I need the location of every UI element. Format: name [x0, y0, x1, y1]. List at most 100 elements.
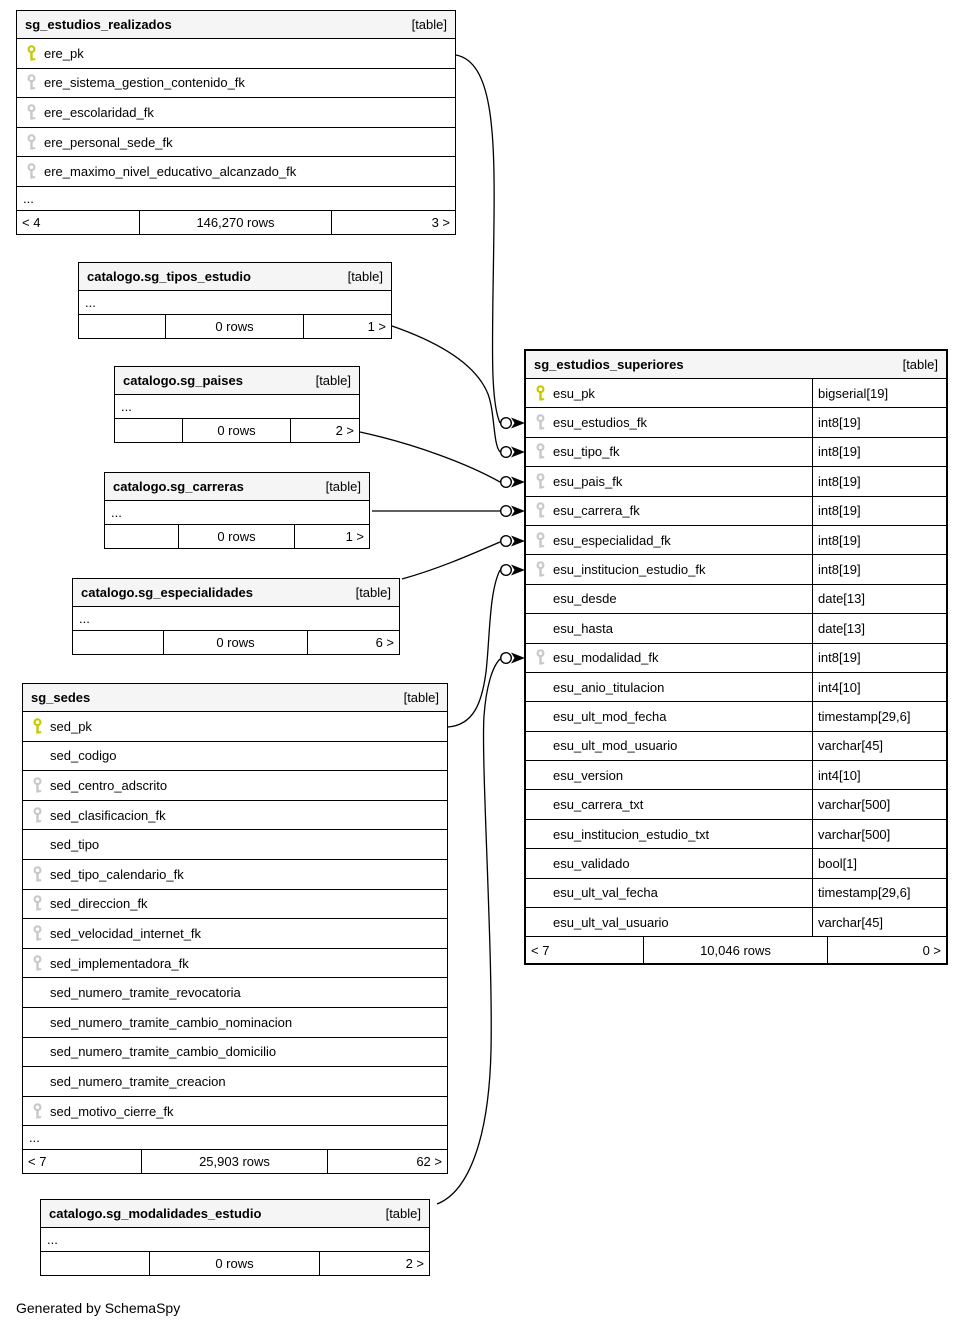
foreign-key-icon	[536, 414, 545, 430]
zero-one-connector-circle	[500, 564, 513, 577]
table-type-badge: [table]	[385, 1206, 421, 1221]
column-name: sed_numero_tramite_cambio_domicilio	[50, 1044, 277, 1060]
foreign-key-icon	[536, 473, 545, 489]
foreign-key-icon	[27, 133, 36, 150]
column-name: sed_direccion_fk	[50, 896, 148, 912]
table-type-badge: [table]	[315, 373, 351, 388]
footer-children-count: 1 >	[367, 319, 386, 334]
fk-arrowhead	[511, 476, 525, 488]
footer-parents-count	[115, 419, 184, 442]
column-name: ere_sistema_gestion_contenido_fk	[44, 75, 245, 91]
footer-children-count: 1 >	[345, 529, 364, 544]
column-type: int8[19]	[812, 408, 946, 437]
table-name-link[interactable]: catalogo.sg_tipos_estudio	[87, 269, 251, 284]
fk-arrowhead	[511, 535, 525, 547]
column-row-sed_numero_tramite_creacion: sed_numero_tramite_creacion	[23, 1067, 447, 1097]
footer-children-count: 3 >	[431, 214, 450, 230]
table-type-badge: [table]	[403, 690, 439, 705]
column-row-sed_velocidad_internet_fk: sed_velocidad_internet_fk	[23, 919, 447, 949]
column-name: esu_ult_val_fecha	[553, 885, 658, 901]
column-type: date[13]	[812, 614, 946, 643]
table-name-link[interactable]: sg_sedes	[31, 690, 91, 705]
relationship-line	[401, 541, 501, 580]
primary-key-icon	[536, 384, 545, 401]
table-header: catalogo.sg_carreras[table]	[105, 473, 369, 501]
zero-one-connector-circle	[500, 446, 513, 459]
column-type: int8[19]	[812, 467, 946, 496]
foreign-key-icon	[33, 777, 42, 793]
column-type: int4[10]	[812, 761, 946, 790]
column-name: esu_institucion_estudio_fk	[553, 562, 706, 578]
footer-row-count: 0 rows	[166, 315, 304, 338]
footer-parents-count	[41, 1252, 150, 1275]
fk-arrowhead	[511, 446, 525, 458]
column-name: esu_carrera_txt	[553, 797, 644, 813]
footer-row-count: 0 rows	[164, 631, 308, 654]
table-name-link[interactable]: catalogo.sg_carreras	[113, 479, 244, 494]
column-name: esu_especialidad_fk	[553, 532, 671, 548]
column-name: sed_motivo_cierre_fk	[50, 1103, 174, 1119]
column-type: int8[19]	[812, 437, 946, 467]
foreign-key-icon	[33, 925, 42, 941]
table-header: catalogo.sg_especialidades[table]	[73, 579, 399, 607]
table-header: catalogo.sg_modalidades_estudio [table]	[41, 1200, 429, 1228]
primary-key-icon	[27, 44, 36, 61]
column-type: varchar[500]	[812, 819, 946, 849]
column-type: varchar[500]	[812, 790, 946, 819]
column-name: esu_tipo_fk	[553, 444, 620, 460]
column-name: sed_pk	[50, 718, 92, 734]
table-header: catalogo.sg_tipos_estudio[table]	[79, 263, 391, 291]
table-name-link[interactable]: catalogo.sg_modalidades_estudio	[49, 1206, 262, 1221]
primary-key-icon	[33, 717, 42, 734]
foreign-key-icon	[33, 895, 42, 911]
footer-children-count: 0 >	[922, 942, 941, 958]
column-name: esu_validado	[553, 855, 630, 871]
table-name-link[interactable]: catalogo.sg_especialidades	[81, 585, 253, 600]
column-row-sed_tipo_calendario_fk: sed_tipo_calendario_fk	[23, 860, 447, 890]
fk-arrowhead	[511, 417, 525, 429]
footer-row-count: 25,903 rows	[142, 1150, 329, 1174]
column-name: esu_ult_val_usuario	[553, 914, 669, 930]
table-catalogo.sg_modalidades_estudio: catalogo.sg_modalidades_estudio[table]..…	[40, 1199, 430, 1276]
table-name-link[interactable]: sg_estudios_superiores	[534, 357, 684, 372]
column-type: bool[1]	[812, 849, 946, 878]
column-name: esu_ult_mod_usuario	[553, 738, 678, 754]
footer-row-count: 0 rows	[150, 1252, 321, 1275]
column-name: sed_tipo_calendario_fk	[50, 866, 184, 882]
column-type: int4[10]	[812, 672, 946, 702]
hidden-columns-ellipsis: ...	[115, 395, 359, 419]
foreign-key-icon	[536, 649, 545, 665]
footer-parents-count: < 7	[526, 937, 644, 964]
footer-row-count: 10,046 rows	[644, 937, 829, 964]
table-name-link[interactable]: catalogo.sg_paises	[123, 373, 243, 388]
column-name: esu_institucion_estudio_txt	[553, 826, 710, 842]
column-row-sed_centro_adscrito: sed_centro_adscrito	[23, 771, 447, 801]
footer-children-count: 2 >	[405, 1256, 424, 1271]
column-row-sed_direccion_fk: sed_direccion_fk	[23, 890, 447, 920]
table-name-link[interactable]: sg_estudios_realizados	[25, 17, 172, 32]
column-row-ere_escolaridad_fk: ere_escolaridad_fk	[17, 98, 455, 128]
hidden-columns-ellipsis: ...	[79, 291, 391, 315]
foreign-key-icon	[27, 104, 36, 120]
column-type: date[13]	[812, 584, 946, 614]
relationship-line	[455, 54, 501, 424]
footer-parents-count: < 4	[17, 210, 140, 234]
footer-parents-count: < 7	[23, 1150, 142, 1174]
column-row-sed_numero_tramite_cambio_nominacion: sed_numero_tramite_cambio_nominacion	[23, 1008, 447, 1038]
foreign-key-icon	[33, 1102, 42, 1119]
column-row-ere_personal_sede_fk: ere_personal_sede_fk	[17, 128, 455, 158]
column-row-sed_codigo: sed_codigo	[23, 742, 447, 772]
